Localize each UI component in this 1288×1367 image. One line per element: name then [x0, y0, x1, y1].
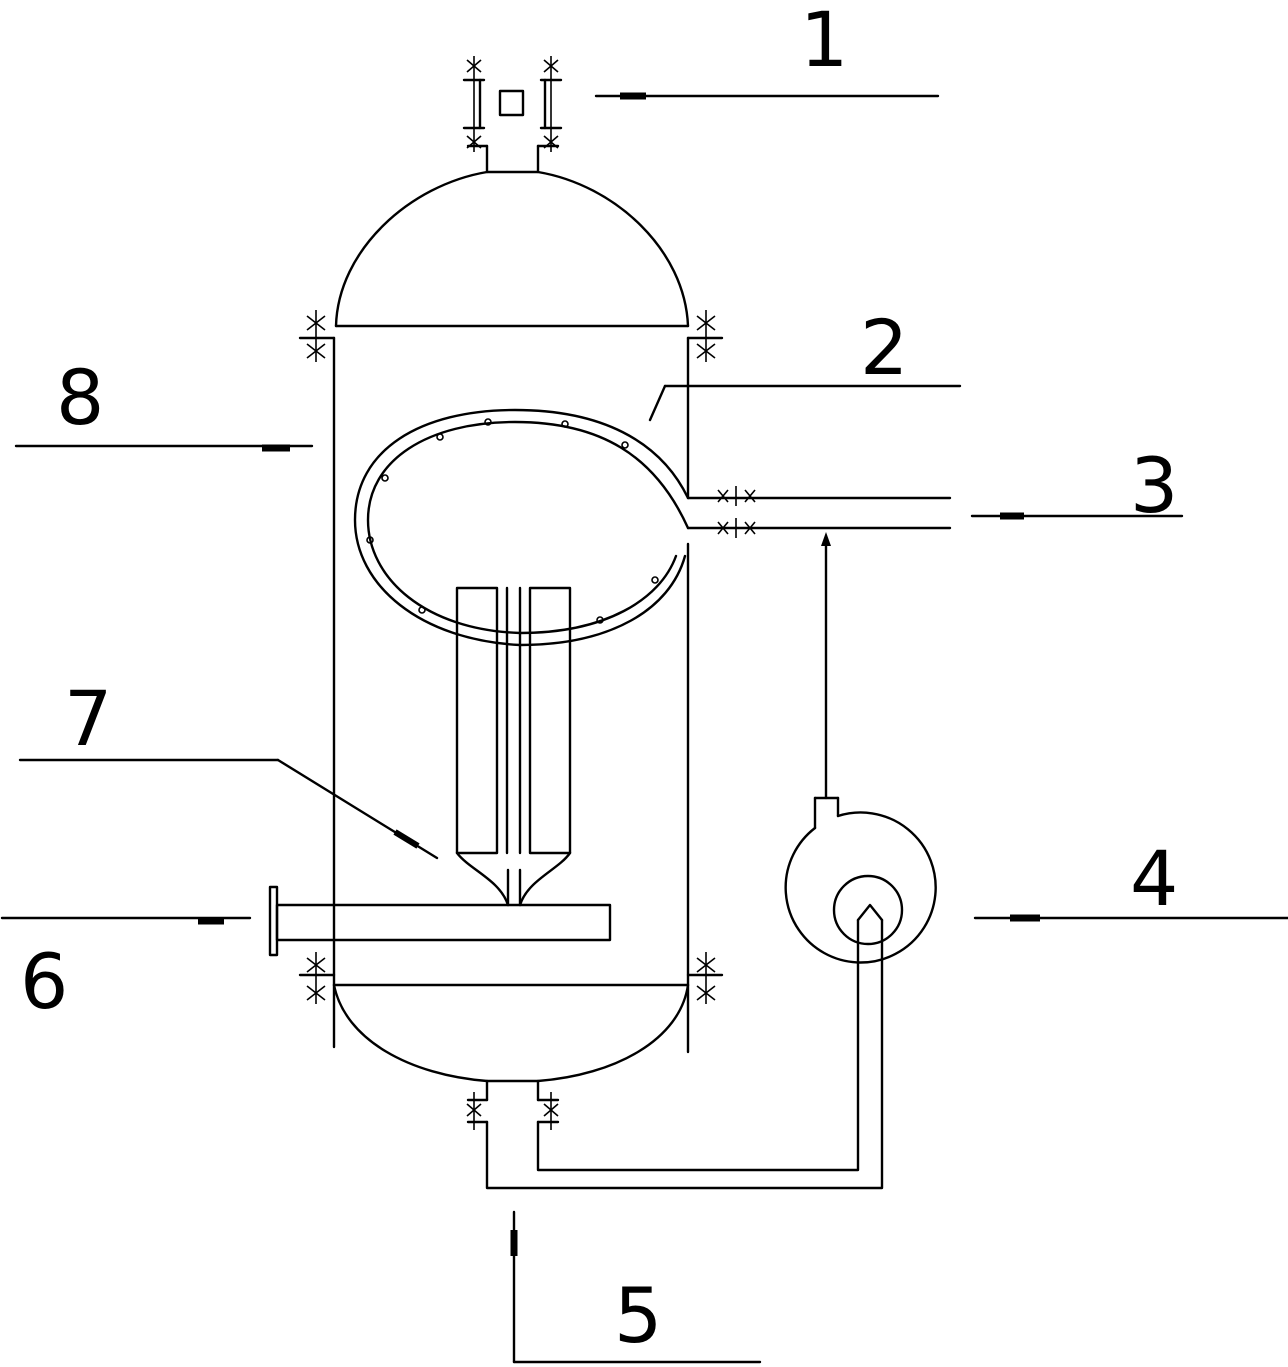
vessel-shell	[298, 336, 724, 1054]
lower-head	[332, 983, 690, 1083]
top-outlet-valve	[462, 56, 563, 174]
ring-distributor	[353, 408, 690, 647]
label-7: 7	[64, 674, 112, 763]
top-valve-body	[498, 89, 525, 117]
label-8: 8	[56, 353, 104, 442]
circulation-pump	[784, 532, 937, 964]
label-1: 1	[800, 0, 848, 84]
label-6: 6	[20, 937, 68, 1026]
label-3: 3	[1130, 441, 1178, 530]
upper-head	[334, 170, 690, 328]
flange-bolts	[306, 310, 716, 1004]
label-5: 5	[614, 1271, 662, 1360]
leader-lines	[0, 92, 1288, 1364]
label-4: 4	[1130, 834, 1178, 923]
bottom-outlet	[466, 903, 884, 1190]
heating-element	[455, 586, 572, 907]
label-2: 2	[860, 303, 908, 392]
side-nozzle	[268, 885, 612, 957]
side-inlet-pipe	[686, 486, 952, 538]
